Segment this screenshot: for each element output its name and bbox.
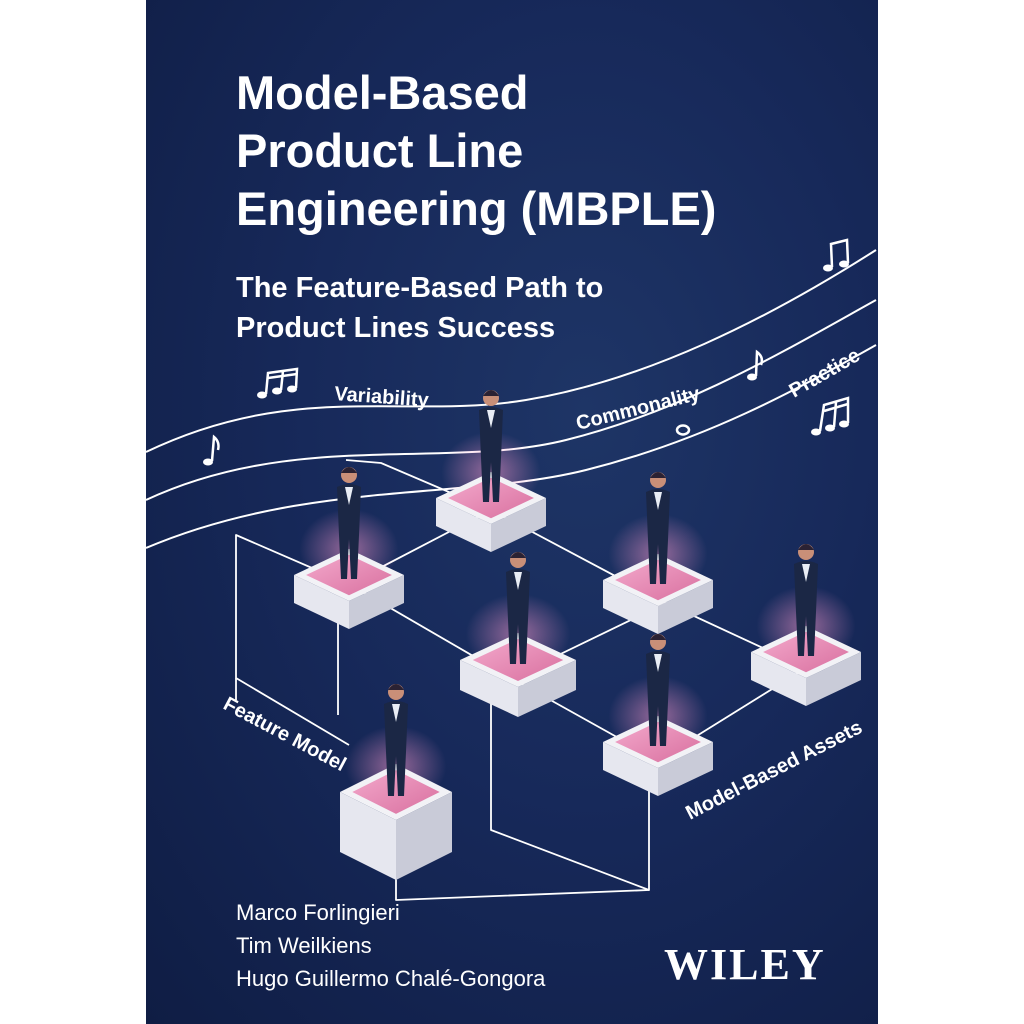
- conductor-pedestal: [340, 684, 452, 880]
- oboe-pedestal: [603, 634, 713, 796]
- title-line: Model-Based: [236, 66, 529, 119]
- diagram-labels: Feature Model Model-Based Assets: [220, 693, 866, 824]
- staff-curves: [146, 249, 877, 549]
- flute-pedestal: [436, 390, 546, 552]
- musician-figure: [479, 390, 503, 502]
- musician-figure: [337, 467, 361, 579]
- title-line: Product Line: [236, 124, 524, 177]
- author-name: Tim Weilkiens: [236, 933, 372, 958]
- harp-pedestal: [460, 552, 576, 717]
- music-notes: [203, 238, 850, 466]
- author-name: Hugo Guillermo Chalé-Gongora: [236, 966, 546, 991]
- whole-note-icon: [675, 424, 691, 436]
- musician-figure: [646, 634, 670, 746]
- clarinet-pedestal: [294, 467, 404, 629]
- musician-figure: [646, 472, 670, 584]
- book-title: Model-Based Product Line Engineering (MB…: [236, 64, 856, 238]
- author-list: Marco Forlingieri Tim Weilkiens Hugo Gui…: [236, 896, 545, 995]
- musician-figure: [506, 552, 530, 664]
- curve-labels: Variability Commonality Practice: [334, 344, 864, 434]
- cover-illustration: Variability Commonality Practice: [146, 238, 877, 901]
- beamed-notes-icon: [811, 396, 850, 436]
- subtitle-line: Product Lines Success: [236, 312, 556, 344]
- beamed-notes-icon: [257, 367, 299, 399]
- book-subtitle: The Feature-Based Path to Product Lines …: [236, 268, 796, 348]
- cello-pedestal: [603, 472, 713, 634]
- musician-figure: [384, 684, 408, 796]
- practice-label: Practice: [786, 344, 864, 402]
- music-note-icon: [747, 349, 764, 381]
- violin-pedestal: [751, 544, 861, 706]
- title-line: Engineering (MBPLE): [236, 182, 717, 235]
- publisher-logo: WILEY: [664, 940, 826, 989]
- pedestals: [294, 390, 861, 880]
- commonality-label: Commonality: [574, 383, 703, 435]
- subtitle-line: The Feature-Based Path to: [236, 272, 604, 304]
- music-note-icon: [823, 238, 850, 272]
- author-name: Marco Forlingieri: [236, 900, 400, 925]
- book-cover: Variability Commonality Practice: [146, 0, 878, 1024]
- musician-figure: [794, 544, 818, 656]
- music-note-icon: [203, 434, 220, 466]
